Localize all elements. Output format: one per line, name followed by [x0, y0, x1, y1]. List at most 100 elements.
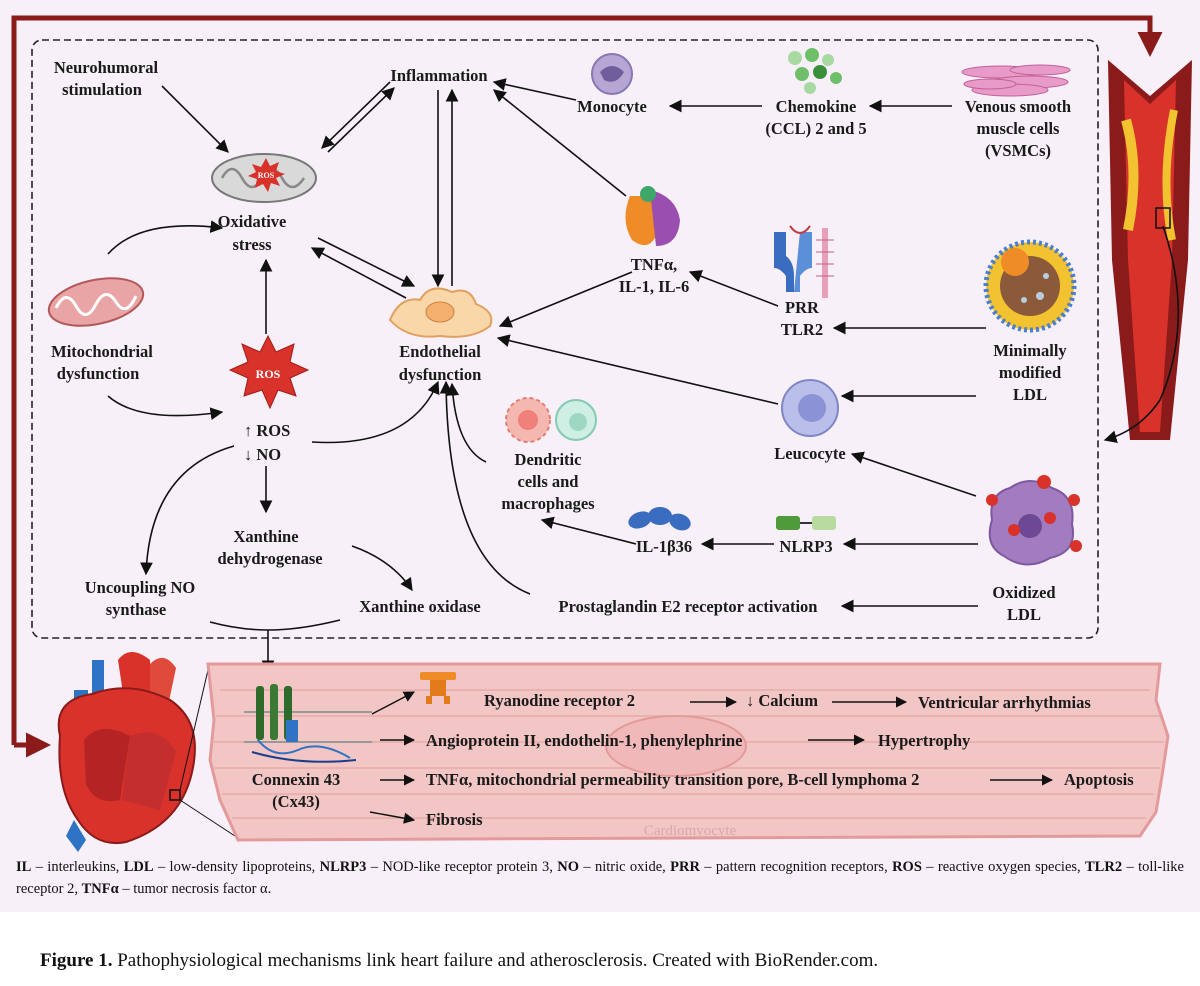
figure-caption: Figure 1. Pathophysiological mechanisms …	[40, 950, 1180, 972]
ros-no-node: ↑ ROS ↓ NO	[244, 421, 290, 464]
svg-text:Oxidative: Oxidative	[218, 212, 287, 231]
pink-mitochondrion-icon	[47, 277, 145, 327]
oxidized-ldl-node: Oxidized LDL	[986, 475, 1082, 624]
svg-text:IL-1β36: IL-1β36	[636, 537, 692, 556]
svg-text:synthase: synthase	[106, 600, 167, 619]
tnf-mito-label: TNFα, mitochondrial permeability transit…	[426, 770, 919, 789]
oxidative-stress-node: ROS Oxidative stress	[211, 153, 317, 254]
uncoupling-node: Uncoupling NO synthase	[85, 578, 196, 619]
arrhythmias-label: Ventricular arrhythmias	[918, 693, 1091, 712]
chemokine-icon	[788, 48, 842, 94]
svg-text:dysfunction: dysfunction	[57, 364, 140, 383]
svg-text:(VSMCs): (VSMCs)	[985, 141, 1051, 160]
nlrp3-node: NLRP3	[776, 516, 836, 556]
ldl-particle-icon	[983, 239, 1077, 333]
monocyte-node: Monocyte	[577, 53, 647, 116]
endothelial-cell-icon	[388, 287, 493, 338]
svg-text:Dendritic: Dendritic	[515, 450, 582, 469]
abbreviation-legend: IL – interleukins, LDL – low-density lip…	[16, 856, 1184, 900]
svg-text:Leucocyte: Leucocyte	[774, 444, 845, 463]
connexin-node: Connexin 43 (Cx43)	[244, 684, 372, 811]
ryanodine-receptor-icon	[420, 672, 456, 704]
chemokine-node: Chemokine (CCL) 2 and 5	[765, 48, 867, 138]
neurohumoral-node: Neurohumoral stimulation	[54, 58, 159, 99]
legend-entry: LDL – low-density lipoproteins,	[123, 859, 320, 875]
svg-text:LDL: LDL	[1007, 605, 1041, 624]
inflammation-node: Inflammation	[390, 66, 487, 85]
svg-text:↑ ROS: ↑ ROS	[244, 421, 290, 440]
svg-text:Chemokine: Chemokine	[776, 97, 857, 116]
svg-text:stimulation: stimulation	[62, 80, 142, 99]
svg-text:TNFα,: TNFα,	[631, 255, 677, 274]
dendritic-cell-icon	[505, 397, 597, 443]
svg-text:PRR: PRR	[785, 298, 820, 317]
prr-tlr2-node: PRR TLR2	[774, 225, 834, 339]
svg-text:NLRP3: NLRP3	[779, 537, 832, 556]
xanthine-oxidase-node: Xanthine oxidase	[359, 597, 480, 616]
vsmc-node: Venous smooth muscle cells (VSMCs)	[961, 64, 1071, 160]
svg-text:(CCL) 2 and 5: (CCL) 2 and 5	[765, 119, 866, 138]
blood-vessel-icon	[1108, 60, 1192, 440]
cytokine-protein-icon	[625, 186, 680, 246]
fibrosis-label: Fibrosis	[426, 810, 483, 829]
svg-text:Uncoupling NO: Uncoupling NO	[85, 578, 196, 597]
svg-text:Venous smooth: Venous smooth	[965, 97, 1071, 116]
legend-entry: PRR – pattern recognition receptors,	[670, 859, 893, 875]
cardiomyocyte-arrows	[369, 691, 1054, 824]
hypertrophy-label: Hypertrophy	[878, 731, 971, 750]
svg-text:Neurohumoral: Neurohumoral	[54, 58, 159, 77]
tnf-cytokines-node: TNFα, IL-1, IL-6	[619, 186, 690, 296]
svg-text:ROS: ROS	[258, 171, 275, 180]
connexin-channel-icon	[244, 684, 372, 763]
mm-ldl-node: Minimally modified LDL	[983, 239, 1077, 404]
svg-text:↓ NO: ↓ NO	[244, 445, 281, 464]
oxidized-ldl-icon	[986, 475, 1082, 566]
svg-text:stress: stress	[232, 235, 272, 254]
svg-text:Mitochondrial: Mitochondrial	[51, 342, 153, 361]
svg-text:modified: modified	[999, 363, 1061, 382]
cardiomyocyte-region: Cardiomyocyte	[206, 662, 1170, 842]
calcium-label: ↓ Calcium	[746, 691, 818, 710]
svg-text:IL-1, IL-6: IL-1, IL-6	[619, 277, 690, 296]
nlrp3-protein-icon	[776, 516, 836, 530]
leucocyte-node: Leucocyte	[774, 379, 846, 463]
endothelial-dysfunction-node: Endothelial dysfunction	[388, 287, 493, 384]
legend-entry: IL – interleukins,	[16, 859, 124, 875]
svg-text:dehydrogenase: dehydrogenase	[217, 549, 322, 568]
cardiomyocyte-label: Cardiomyocyte	[644, 823, 737, 839]
svg-text:ROS: ROS	[256, 367, 281, 381]
svg-text:LDL: LDL	[1013, 385, 1047, 404]
legend-entry: TLR2 – toll-like receptor 2,	[16, 859, 1184, 897]
angioprotein-label: Angioprotein II, endothelin-1, phenyleph…	[426, 731, 742, 750]
heart-icon	[57, 652, 239, 852]
svg-text:dysfunction: dysfunction	[399, 365, 482, 384]
legend-entry: ROS – reactive oxygen species,	[892, 859, 1086, 875]
legend-entry: TNFα – tumor necrosis factor α.	[81, 881, 272, 897]
vessel-arrow-down	[1103, 225, 1180, 443]
outer-loop-arrow	[11, 15, 1163, 745]
svg-text:muscle cells: muscle cells	[977, 119, 1061, 138]
caption-text: Pathophysiological mechanisms link heart…	[112, 950, 879, 971]
il1b-node: IL-1β36	[628, 507, 692, 556]
pathway-arrows	[107, 78, 986, 613]
legend-entry: NO – nitric oxide,	[557, 859, 671, 875]
legend-entry: NLRP3 – NOD-like receptor protein 3,	[319, 859, 558, 875]
vsmc-icon	[961, 64, 1071, 97]
ryanodine-label: Ryanodine receptor 2	[484, 691, 635, 710]
svg-text:macrophages: macrophages	[501, 494, 595, 513]
xanthine-dh-node: Xanthine dehydrogenase	[217, 527, 322, 568]
svg-text:Monocyte: Monocyte	[577, 97, 647, 116]
svg-text:Oxidized: Oxidized	[992, 583, 1055, 602]
dendritic-node: Dendritic cells and macrophages	[501, 397, 597, 513]
svg-text:Endothelial: Endothelial	[399, 342, 481, 361]
svg-text:TLR2: TLR2	[781, 320, 823, 339]
mitochondrial-dysfunction-node: Mitochondrial dysfunction	[47, 277, 153, 383]
caption-label: Figure 1.	[40, 950, 113, 971]
mitochondrion-icon: ROS	[211, 153, 317, 203]
svg-text:Xanthine: Xanthine	[233, 527, 298, 546]
svg-text:(Cx43): (Cx43)	[272, 792, 320, 811]
svg-text:cells and: cells and	[518, 472, 579, 491]
receptor-icon	[774, 225, 834, 298]
svg-text:Minimally: Minimally	[993, 341, 1067, 360]
